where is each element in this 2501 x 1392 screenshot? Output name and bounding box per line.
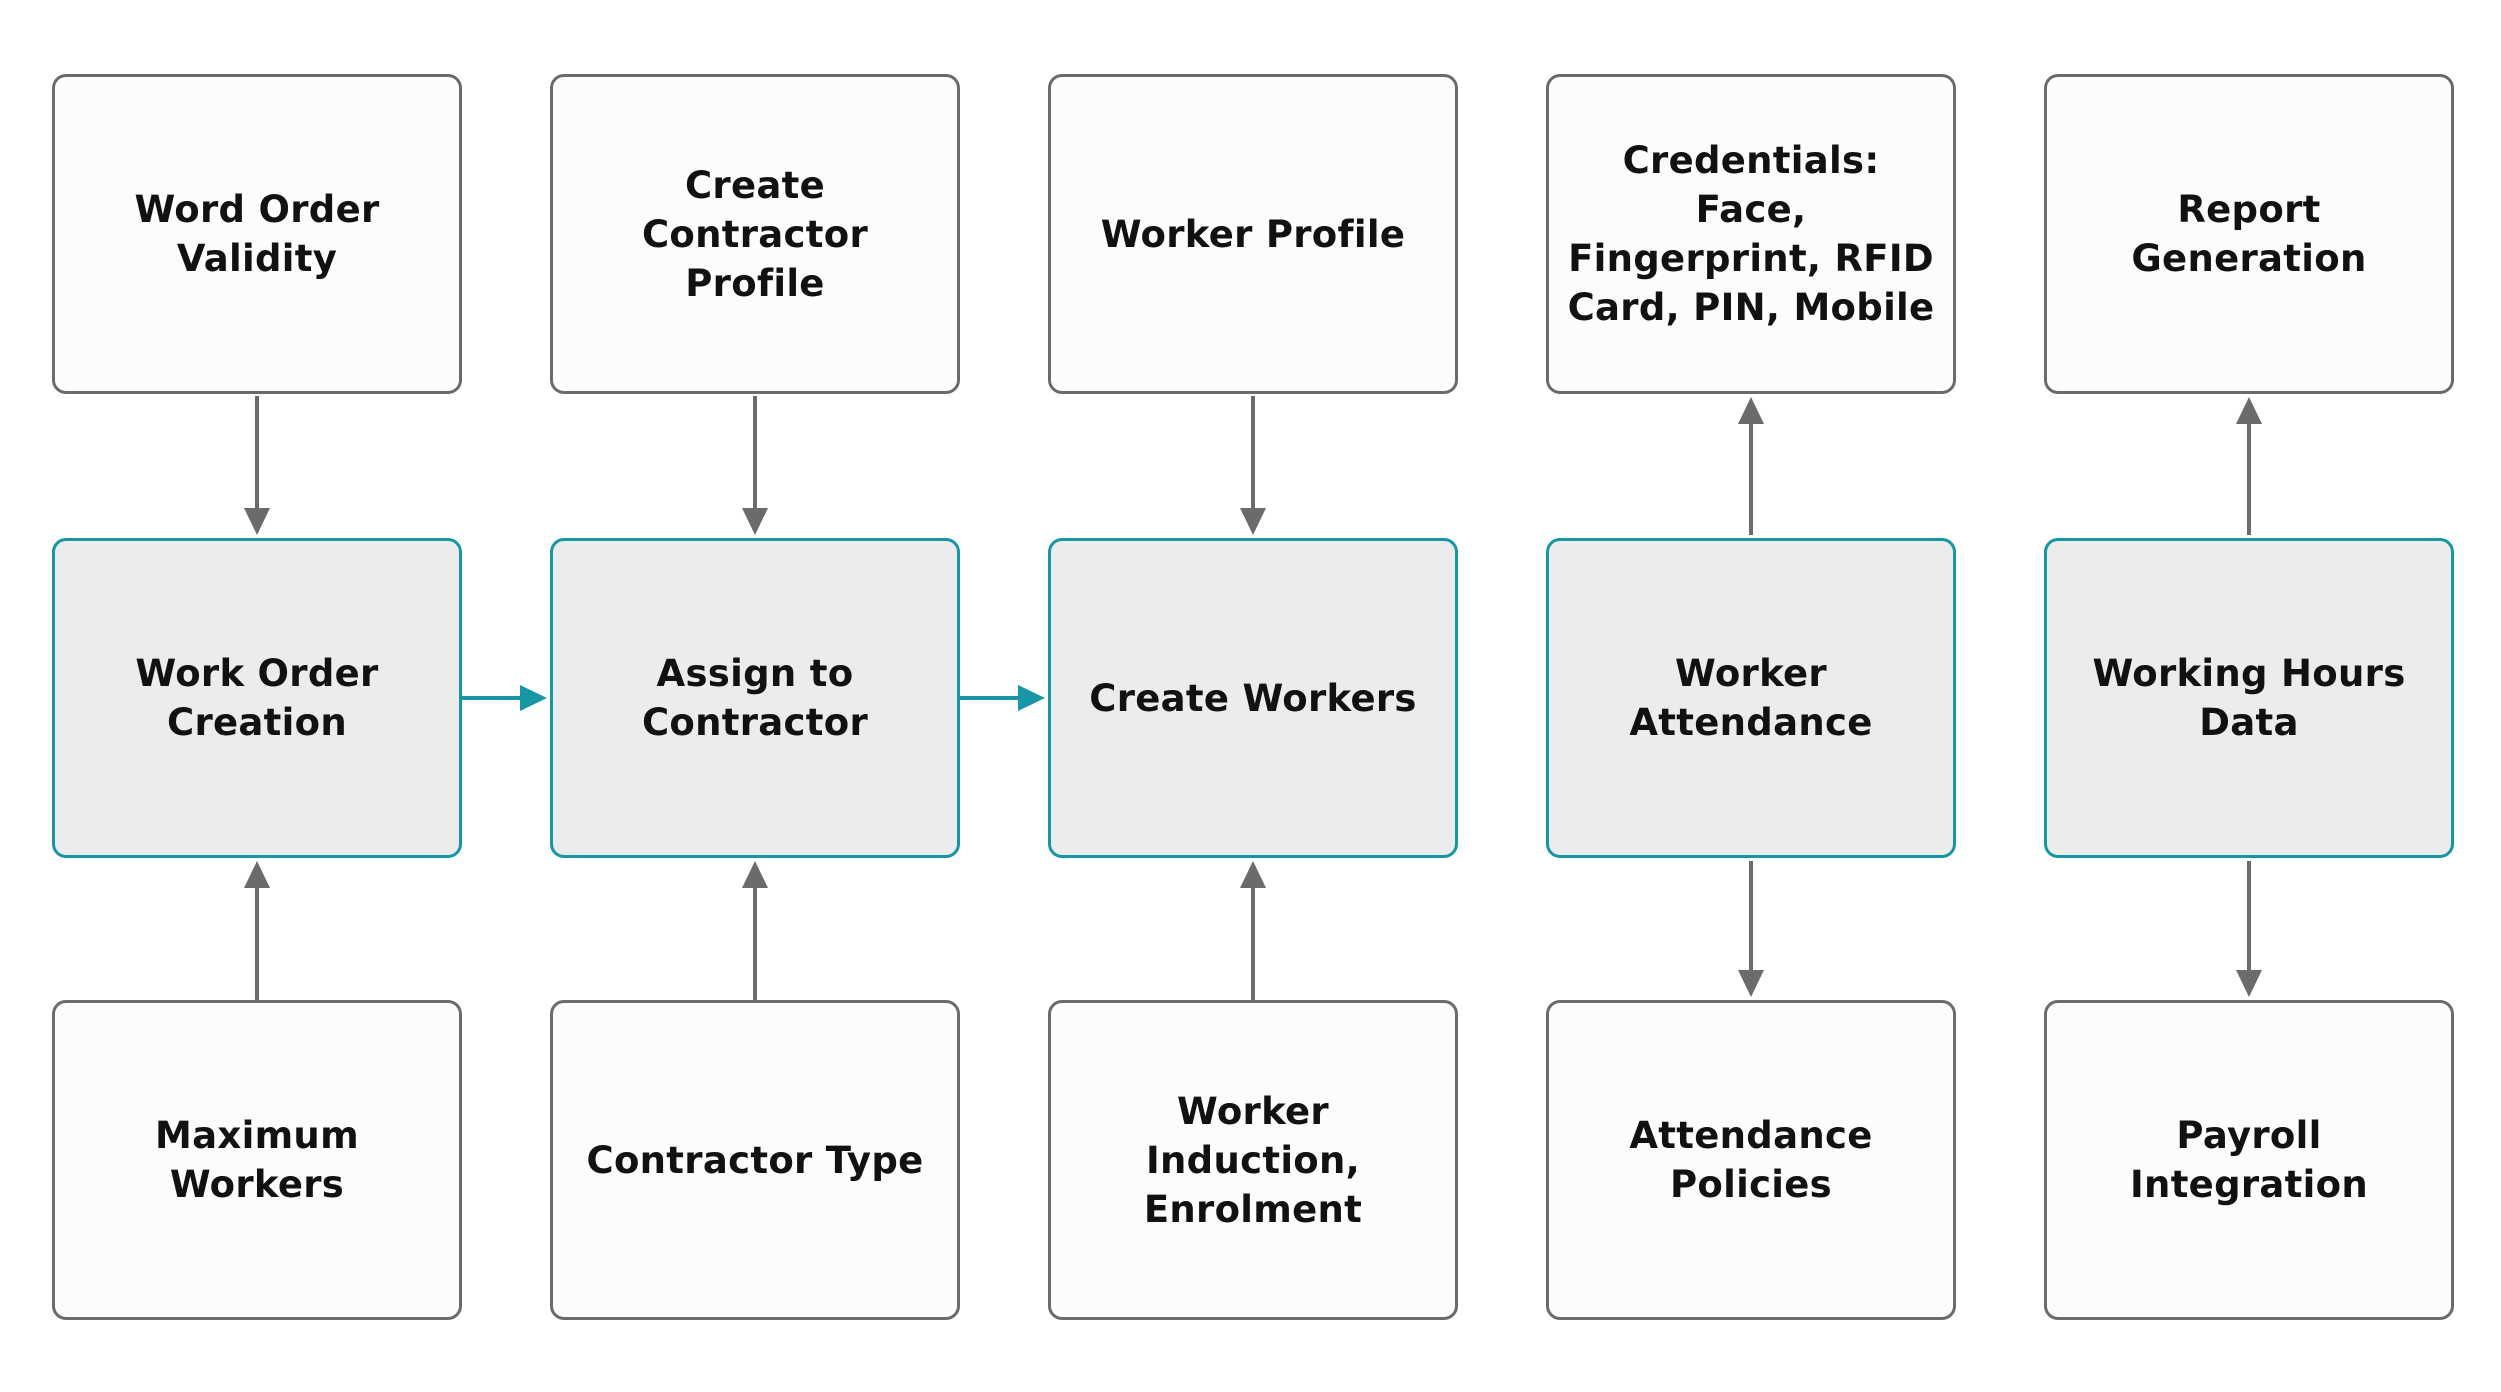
create-workers-box: Create Workers [1048, 538, 1458, 858]
box-label: Credentials: Face, Fingerprint, RFID Car… [1567, 139, 1935, 329]
box-label: Working Hours Data [2092, 652, 2406, 744]
report-generation-box: Report Generation [2044, 74, 2454, 394]
arrow-contractor-type-to-assign-to-contractor [742, 861, 768, 1000]
payroll-integration-box: Payroll Integration [2044, 1000, 2454, 1320]
box-label: Work Order Creation [135, 652, 379, 744]
working-hours-data-box: Working Hours Data [2044, 538, 2454, 858]
box-label: Assign to Contractor [641, 652, 869, 744]
box-label: Attendance Policies [1629, 1114, 1873, 1206]
maximum-workers-box: Maximum Workers [52, 1000, 462, 1320]
box-label: Word Order Validity [134, 188, 380, 280]
box-label: Contractor Type [586, 1138, 924, 1182]
assign-to-contractor-box: Assign to Contractor [550, 538, 960, 858]
attendance-policies-box: Attendance Policies [1546, 1000, 1956, 1320]
word-order-validity-box: Word Order Validity [52, 74, 462, 394]
arrow-create-contractor-profile-to-assign-to-contractor [742, 396, 768, 535]
box-label: Maximum Workers [155, 1114, 359, 1206]
box-label: Worker Profile [1100, 212, 1406, 256]
contractor-type-box: Contractor Type [550, 1000, 960, 1320]
create-contractor-profile-box: Create Contractor Profile [550, 74, 960, 394]
arrow-worker-induction-to-create-workers [1240, 861, 1266, 1000]
box-label: Worker Attendance [1629, 652, 1873, 744]
arrow-working-hours-data-to-report-generation [2236, 397, 2262, 535]
box-label: Report Generation [2131, 188, 2367, 280]
box-label: Create Contractor Profile [641, 163, 869, 305]
box-label: Payroll Integration [2129, 1114, 2369, 1206]
arrow-worker-profile-to-create-workers [1240, 396, 1266, 535]
arrow-assign-to-contractor-to-create-workers [960, 685, 1045, 711]
worker-induction-enrolment-box: Worker Induction, Enrolment [1048, 1000, 1458, 1320]
credentials-box: Credentials: Face, Fingerprint, RFID Car… [1546, 74, 1956, 394]
arrow-maximum-workers-to-work-order-creation [244, 861, 270, 1000]
arrow-word-order-validity-to-work-order-creation [244, 396, 270, 535]
work-order-creation-box: Work Order Creation [52, 538, 462, 858]
arrow-working-hours-data-to-payroll-integration [2236, 861, 2262, 997]
worker-profile-box: Worker Profile [1048, 74, 1458, 394]
arrow-worker-attendance-to-credentials [1738, 397, 1764, 535]
box-label: Create Workers [1089, 676, 1417, 720]
arrow-worker-attendance-to-attendance-policies [1738, 861, 1764, 997]
arrow-work-order-creation-to-assign-to-contractor [462, 685, 547, 711]
box-label: Worker Induction, Enrolment [1143, 1089, 1363, 1231]
worker-attendance-box: Worker Attendance [1546, 538, 1956, 858]
